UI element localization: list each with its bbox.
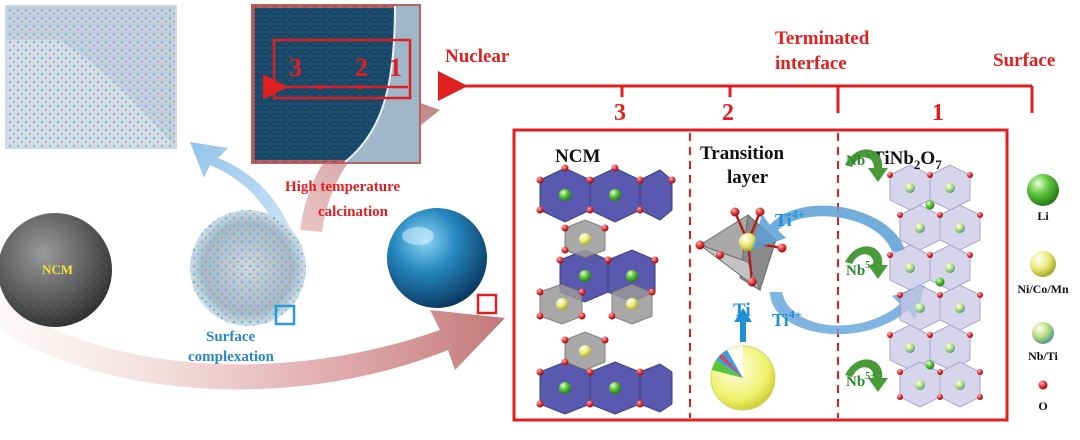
legend-ni-co-mn-swatch xyxy=(1030,251,1056,277)
transition-label: Transition xyxy=(700,143,785,164)
surface-inset xyxy=(5,5,177,149)
legend-nb-ti-swatch xyxy=(1032,322,1054,344)
inset-zone-1-label: 1 xyxy=(389,53,402,82)
ti-label: Ti xyxy=(733,300,751,321)
curved-arrow-icon xyxy=(190,142,296,245)
calcination-label: calcination xyxy=(318,204,389,220)
ti-up-arrow-icon xyxy=(734,308,752,342)
surface-complexation-label-1: Surface xyxy=(206,329,255,345)
nb5-label-3: Nb5+ xyxy=(846,371,876,390)
terminated-label: Terminated xyxy=(775,28,870,49)
zoom-inset-icon xyxy=(274,304,296,326)
inset-zone-3-label: 3 xyxy=(289,53,302,82)
legend-ni-co-mn-label: Ni/Co/Mn xyxy=(1017,282,1069,296)
tinb2o7-structure xyxy=(887,164,983,408)
ti-exchange-arrow-icon xyxy=(752,205,905,252)
ti4-upper-label: Ti4+ xyxy=(775,207,805,230)
big-curved-arrow-icon xyxy=(0,300,505,390)
calcined-sphere-icon xyxy=(387,208,498,315)
ncm-panel-title: NCM xyxy=(555,146,600,167)
ti4-lower-label: Ti4+ xyxy=(772,307,802,330)
nb5-label-2: Nb5+ xyxy=(846,260,876,279)
nuclear-label: Nuclear xyxy=(445,46,510,67)
zone-2-label: 2 xyxy=(722,100,734,126)
interface-label: interface xyxy=(775,53,847,74)
legend-li-swatch xyxy=(1027,174,1059,206)
depth-arrow xyxy=(438,71,1034,113)
legend-o-label: O xyxy=(1038,399,1047,413)
ncm-structure xyxy=(536,164,676,415)
pie-icon xyxy=(710,345,776,411)
calcined-inset xyxy=(251,4,421,164)
ncm-sphere-icon xyxy=(0,213,112,327)
legend-o-swatch xyxy=(1038,380,1048,390)
legend-nb-ti-label: Nb/Ti xyxy=(1028,349,1058,363)
layer-label: layer xyxy=(727,167,769,188)
legend xyxy=(1027,174,1059,390)
high-temperature-label: High temperature xyxy=(285,179,400,195)
inset-zone-2-label: 2 xyxy=(355,53,368,82)
surface-label: Surface xyxy=(993,50,1055,71)
transition-octahedron xyxy=(695,207,787,292)
nb-arrow-icon xyxy=(845,149,888,392)
ncm-sphere-label: NCM xyxy=(42,262,73,277)
zone-3-label: 3 xyxy=(614,100,626,126)
ti-exchange-arrow-icon xyxy=(770,285,925,335)
nb5-label-1: Nb5+ xyxy=(846,150,876,169)
zoom-inset-icon xyxy=(476,293,498,315)
legend-li-label: Li xyxy=(1037,209,1049,223)
tinb2o7-label: TiNb2O7 xyxy=(872,148,942,172)
zone-1-label: 1 xyxy=(932,100,944,126)
surface-complexation-label-2: complexation xyxy=(188,349,274,365)
complexed-sphere-icon xyxy=(190,210,306,326)
